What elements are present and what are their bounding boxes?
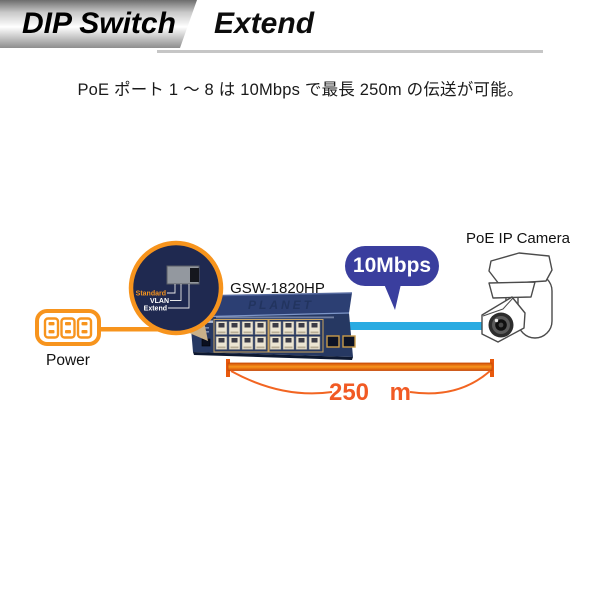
switch-illustration: PLANET [189, 292, 356, 360]
power-cable-line [97, 327, 202, 332]
distance-dimension-arrow [226, 359, 494, 395]
header-band [0, 0, 197, 48]
dip-label-standard: Standard [136, 291, 166, 298]
distance-label: 250 m [328, 379, 412, 406]
power-strip-icon [35, 309, 101, 346]
ethernet-cable-line [348, 322, 502, 330]
switch-brand-embossed: PLANET [248, 298, 314, 312]
camera-label: PoE IP Camera [466, 230, 570, 247]
sfp-slots [326, 335, 356, 348]
speed-bubble-label: 10Mbps [352, 254, 432, 277]
magnifier-circle: Standard VLAN Extend [128, 240, 224, 336]
dip-label-vlan: VLAN [150, 298, 169, 305]
dip-switch-icon [166, 265, 200, 285]
header-segment-dip-switch: DIP Switch [22, 7, 176, 40]
subtitle-text: PoE ポート 1 ～ 8 は 10Mbps で最長 250m の伝送が可能。 [77, 81, 524, 99]
camera-lens-icon [488, 312, 514, 338]
dip-label-extend: Extend [144, 306, 167, 313]
power-label: Power [46, 352, 90, 369]
camera-illustration [481, 252, 553, 343]
header-segment-extend: Extend [214, 7, 315, 40]
speed-bubble [345, 246, 439, 310]
header-underline [157, 50, 543, 53]
switch-model-label: GSW-1820HP [230, 280, 325, 297]
